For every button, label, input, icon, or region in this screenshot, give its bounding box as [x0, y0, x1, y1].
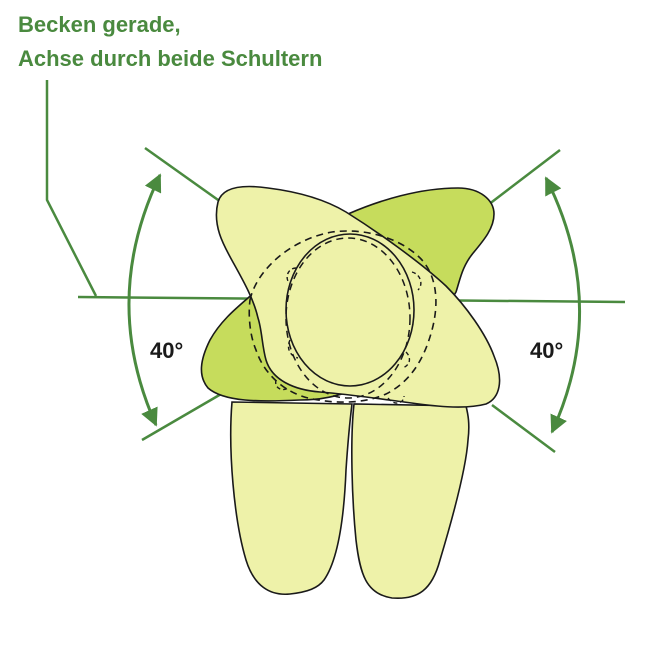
left-hip-detail — [287, 339, 299, 359]
caption-leader-line — [45, 80, 98, 297]
left-leg — [229, 401, 353, 596]
right-upper-rotation-line — [483, 149, 561, 209]
right-angle-arc-arrow — [544, 176, 582, 434]
right-lower-rotation-line — [491, 403, 556, 454]
bottom-detail-left — [274, 379, 289, 391]
dashed-shoulder-outline — [248, 230, 437, 403]
left-angle-label: 40° — [150, 338, 183, 363]
caption-line-1: Becken gerade, — [18, 12, 181, 37]
right-angle-label: 40° — [530, 338, 563, 363]
head — [285, 233, 415, 387]
right-hip-detail — [401, 351, 411, 369]
left-angle-arc-arrow — [127, 173, 162, 427]
left-lower-rotation-line — [141, 388, 229, 442]
caption-line-2: Achse durch beide Schultern — [18, 46, 322, 71]
right-shoulder-detail — [411, 271, 422, 291]
bottom-detail-right — [387, 395, 405, 404]
dashed-head-outline — [285, 237, 411, 399]
left-shoulder-detail — [286, 267, 297, 285]
right-leg — [351, 403, 470, 600]
